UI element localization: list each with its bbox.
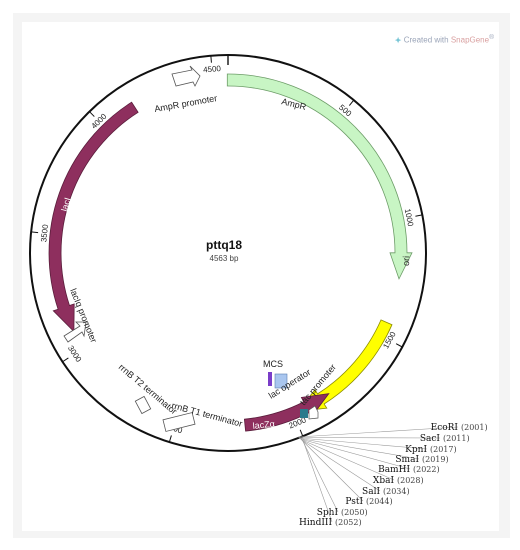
plasmid-name: pttq18 bbox=[206, 238, 242, 252]
feature-arc-laci bbox=[48, 101, 139, 333]
feature-arcs bbox=[48, 73, 413, 432]
site-connector bbox=[303, 441, 333, 523]
site-position: (2022) bbox=[413, 465, 440, 474]
lac-operator-box bbox=[300, 409, 308, 418]
tick-mark bbox=[62, 357, 69, 363]
site-connector bbox=[298, 437, 441, 439]
site-connector bbox=[302, 440, 339, 513]
feature-label-lacza: lacZα bbox=[252, 419, 275, 431]
site-connector bbox=[299, 438, 420, 460]
backbone-circle bbox=[29, 54, 427, 452]
mcs-box bbox=[268, 372, 272, 386]
site-position: (2011) bbox=[443, 434, 470, 443]
site-connector bbox=[300, 439, 395, 481]
tick-label: 3000 bbox=[66, 344, 84, 364]
tac-promoter-arrow bbox=[308, 405, 319, 420]
rrnB-T1-terminator-box bbox=[162, 412, 196, 432]
site-enzyme-hindiii: HindIII bbox=[299, 518, 332, 528]
site-enzyme-bamhi: BamHI bbox=[378, 465, 410, 475]
site-position: (2017) bbox=[430, 445, 457, 454]
site-enzyme-ecori: EcoRI bbox=[431, 423, 459, 433]
site-connector bbox=[301, 439, 381, 492]
site-position: (2052) bbox=[335, 518, 362, 527]
tick-mark bbox=[348, 99, 355, 106]
site-connector bbox=[297, 426, 459, 438]
label-mcs: MCS bbox=[263, 359, 283, 369]
tick-mark bbox=[210, 55, 212, 63]
tick-mark bbox=[168, 435, 172, 443]
plasmid-size: 4563 bp bbox=[210, 254, 239, 263]
site-enzyme-smai: SmaI bbox=[395, 455, 419, 465]
watermark-mark: ® bbox=[489, 34, 494, 41]
watermark-prefix: Created with bbox=[403, 35, 451, 45]
feature-arc-ampr bbox=[226, 73, 413, 280]
tick-mark bbox=[299, 429, 304, 437]
site-connector bbox=[301, 440, 364, 502]
mcs-block bbox=[274, 373, 288, 389]
watermark-brand: SnapGene bbox=[450, 35, 490, 45]
ampr-promoter-arrow bbox=[171, 65, 201, 87]
tick-label: 1000 bbox=[403, 208, 415, 228]
rrnB-T2-terminator-box bbox=[134, 395, 152, 415]
site-enzyme-saci: SacI bbox=[420, 434, 441, 444]
site-enzyme-sali: SalI bbox=[362, 487, 380, 497]
tick-mark bbox=[89, 111, 95, 117]
site-enzyme-xbai: XbaI bbox=[373, 476, 395, 486]
tick-mark bbox=[395, 343, 403, 348]
site-position: (2050) bbox=[341, 508, 368, 517]
site-enzyme-psti: PstI bbox=[345, 497, 363, 507]
site-position: (2001) bbox=[461, 423, 488, 432]
site-position: (2034) bbox=[383, 487, 410, 496]
feature-label-ori: ori bbox=[401, 256, 411, 266]
feature-label-laci: lacI bbox=[59, 196, 72, 212]
map-panel bbox=[22, 22, 499, 531]
label-ampr-promoter: AmpR promoter bbox=[154, 93, 218, 114]
site-connector bbox=[300, 438, 411, 470]
site-position: (2019) bbox=[422, 455, 449, 464]
restriction-sites: EcoRI(2001) SacI(2011) KpnI(2017) SmaI(2019… bbox=[297, 423, 488, 528]
tick-label: 4500 bbox=[203, 64, 222, 75]
snapgene-watermark: ✦Created with SnapGene® bbox=[395, 34, 494, 45]
tick-label: 3500 bbox=[39, 223, 50, 242]
site-position: (2044) bbox=[366, 497, 393, 506]
snapgene-logo-icon: ✦ bbox=[394, 35, 402, 45]
lacIq-promoter-arrow bbox=[63, 321, 87, 343]
feature-arc-lacza bbox=[243, 393, 330, 432]
tick-mark bbox=[415, 214, 423, 217]
tick-mark bbox=[31, 231, 39, 234]
site-enzyme-kpni: KpnI bbox=[405, 445, 427, 455]
site-connector bbox=[299, 437, 428, 450]
site-enzyme-sphi: SphI bbox=[317, 508, 339, 518]
site-position: (2028) bbox=[397, 476, 424, 485]
